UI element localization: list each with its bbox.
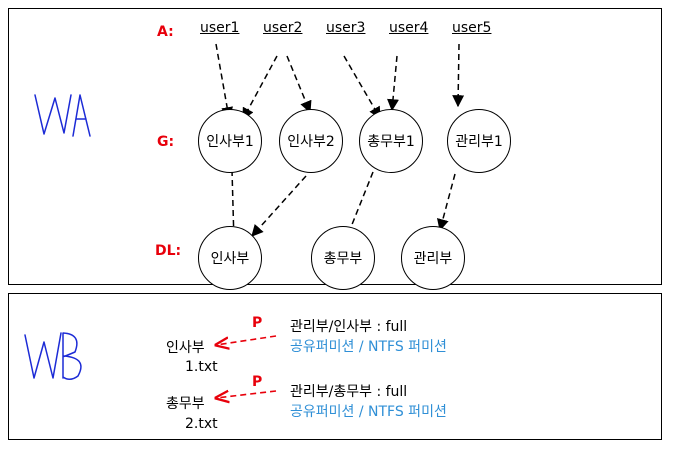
file-label: 1.txt [185,359,218,375]
dl-node: 인사부 [198,226,262,290]
dl-node: 관리부 [401,226,465,290]
p-label: P [252,315,263,331]
permission-text: 관리부/총무부 : full [290,384,408,400]
arrow-user4-chongmubu1 [387,55,399,112]
folder-label: 인사부 [166,340,205,356]
arrow-user5-gwanribu1 [452,43,465,108]
arrow-user1-insabu1 [215,43,234,120]
user-item: user2 [263,20,303,36]
user-item: user1 [200,20,240,36]
folder-label: 총무부 [166,396,205,412]
arrow-gwanribu1-gwanribu [436,173,456,232]
wb-title: WB [26,336,28,337]
arrow-user2-insabu1 [242,55,278,121]
wb-panel [8,293,662,440]
row-label-dl: DL: [155,243,182,259]
permission-type-text: 공유퍼미션 / NTFS 퍼미션 [290,404,447,420]
row-label-a: A: [157,24,174,40]
red-arrow-p2 [216,391,277,398]
permission-type-text: 공유퍼미션 / NTFS 퍼미션 [290,339,447,355]
user-item: user4 [389,20,429,36]
arrow-user2-insabu2 [286,55,312,114]
group-node: 총무부1 [359,109,423,173]
group-node: 인사부1 [198,109,262,173]
permission-text: 관리부/인사부 : full [290,319,408,335]
arrow-user3-chongmubu1 [343,55,381,120]
row-label-g: G: [157,134,175,150]
p-label: P [252,374,263,390]
user-item: user5 [452,20,492,36]
wa-title: WA [34,96,36,97]
group-node: 인사부2 [279,109,343,173]
group-node: 관리부1 [447,109,511,173]
arrow-insabu2-insabu [251,175,307,237]
red-arrow-p1 [216,335,277,345]
wb-handwritten-mark [24,332,82,380]
file-label: 2.txt [185,416,218,432]
wa-handwritten-mark [34,94,91,137]
dl-node: 총무부 [311,226,375,290]
user-item: user3 [326,20,366,36]
